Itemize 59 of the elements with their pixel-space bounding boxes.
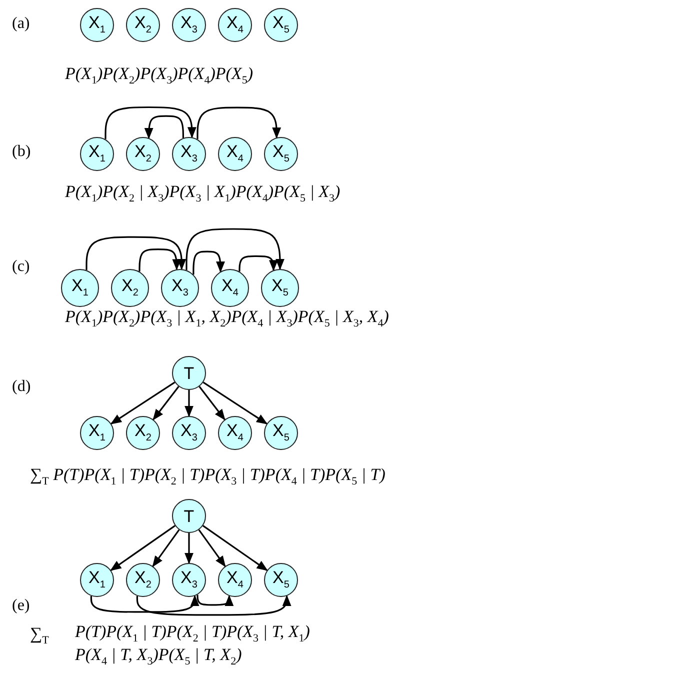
- panel-label: (d): [12, 378, 31, 396]
- variable-node: X$_{5}$: [264, 8, 298, 42]
- arrow: [238, 255, 278, 272]
- arrow: [184, 390, 194, 418]
- variable-node: X$_{5}$: [264, 137, 298, 171]
- panel-label: (c): [12, 258, 30, 276]
- panel-label: (e): [12, 597, 30, 616]
- variable-node: X$_{2}$: [111, 269, 149, 307]
- variable-node: X$_{4}$: [218, 8, 252, 42]
- variable-node: X$_{1}$: [80, 563, 114, 597]
- arrow: [196, 594, 234, 606]
- variable-node: X$_{3}$: [161, 269, 199, 307]
- arrow: [136, 594, 292, 616]
- arrow: [152, 529, 180, 568]
- variable-node: X$_{4}$: [211, 269, 249, 307]
- variable-node: T: [172, 356, 206, 390]
- variable-node: X$_{2}$: [126, 8, 160, 42]
- variable-node: X$_{3}$: [172, 137, 206, 171]
- variable-node: X$_{4}$: [218, 563, 252, 597]
- variable-node: X$_{4}$: [218, 137, 252, 171]
- panel-label: (a): [12, 15, 30, 34]
- formula: ∑$_{T}$: [30, 624, 49, 648]
- variable-node: X$_{1}$: [61, 269, 99, 307]
- arrow: [198, 529, 226, 568]
- variable-node: X$_{1}$: [80, 8, 114, 42]
- arrow: [202, 525, 268, 571]
- variable-node: X$_{1}$: [80, 137, 114, 171]
- arrow: [104, 106, 196, 140]
- variable-node: X$_{5}$: [264, 563, 298, 597]
- arrow: [196, 106, 282, 140]
- arrow: [144, 115, 184, 140]
- variable-node: X$_{2}$: [126, 416, 160, 450]
- arrow: [184, 533, 194, 564]
- panel-label: (b): [12, 143, 31, 162]
- formula: P(T)P(X$_{1}$ | T)P(X$_{2}$ | T)P(X$_{3}$ | T, X$_{1}$) P(X$_{4}$ | T, X$_{3}$)P(X$_{5}$ | T, X$_{2}$): [75, 622, 311, 668]
- variable-node: X$_{3}$: [172, 563, 206, 597]
- variable-node: X$_{1}$: [80, 416, 114, 450]
- formula: P(X$_{1}$)P(X$_{2}$)P(X$_{3}$ | X$_{1}$, X$_{2}$)P(X$_{4}$ | X$_{3}$)P(X$_{5}$ | X$_{3}$, X$_{4}$): [65, 307, 389, 330]
- variable-node: T: [172, 499, 206, 533]
- formula: ∑$_{T}$ P(T)P(X$_{1}$ | T)P(X$_{2}$ | T)P(X$_{3}$ | T)P(X$_{4}$ | T)P(X$_{5}$ | T): [30, 465, 386, 488]
- arrow: [110, 382, 176, 424]
- variable-node: X$_{3}$: [172, 8, 206, 42]
- arrow: [202, 382, 268, 424]
- variable-node: X$_{5}$: [264, 416, 298, 450]
- arrow: [90, 594, 200, 613]
- arrow: [110, 525, 176, 571]
- variable-node: X$_{4}$: [218, 416, 252, 450]
- formula: P(X$_{1}$)P(X$_{2}$)P(X$_{3}$)P(X$_{4}$)P(X$_{5}$): [65, 64, 253, 88]
- arrow: [186, 228, 284, 270]
- variable-node: X$_{5}$: [261, 269, 299, 307]
- arrow: [198, 386, 226, 420]
- variable-node: X$_{3}$: [172, 416, 206, 450]
- arrow: [138, 248, 182, 272]
- variable-node: X$_{2}$: [126, 137, 160, 171]
- arrow: [192, 250, 225, 275]
- formula: P(X$_{1}$)P(X$_{2}$ | X$_{3}$)P(X$_{3}$ | X$_{1}$)P(X$_{4}$)P(X$_{5}$ | X$_{3}$): [65, 182, 340, 206]
- arrow: [152, 386, 180, 420]
- variable-node: X$_{2}$: [126, 563, 160, 597]
- arrow: [86, 236, 186, 270]
